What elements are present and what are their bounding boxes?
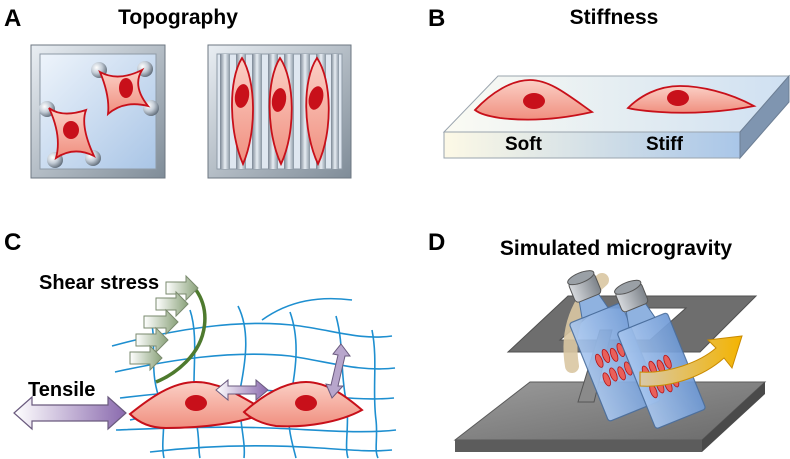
- culture-flask: [567, 270, 661, 422]
- panel-a: A Topography: [4, 5, 352, 179]
- shear-arrow-icon: [135, 326, 169, 354]
- elongated-cell: [305, 56, 330, 167]
- tensile-label: Tensile: [28, 379, 95, 401]
- nucleus: [234, 84, 250, 108]
- shear-arrow-icon: [143, 308, 179, 336]
- nucleus: [271, 88, 287, 112]
- shear-arc: [155, 288, 207, 384]
- nucleus: [667, 90, 689, 106]
- stiff-label: Stiff: [646, 134, 684, 155]
- nucleus: [295, 395, 317, 411]
- nucleus: [308, 86, 324, 110]
- flat-substrate: [30, 44, 166, 179]
- tensile-arrow-icon: [13, 395, 127, 431]
- panel-c: C Shear stress Tensile: [4, 229, 397, 459]
- panel-a-letter: A: [4, 5, 21, 32]
- shear-arrow-icon: [129, 344, 163, 372]
- nucleus: [185, 395, 207, 411]
- nucleus: [119, 78, 133, 98]
- panel-c-letter: C: [4, 229, 21, 256]
- shear-stress-label: Shear stress: [39, 272, 159, 294]
- nucleus: [63, 121, 79, 139]
- vertical-arrow-icon: [325, 343, 351, 399]
- elongated-cell: [268, 56, 293, 167]
- elongated-cell: [231, 56, 254, 167]
- panel-b: B Stiffness Soft Stiff: [428, 5, 790, 160]
- rotation-arrow-icon: [639, 335, 743, 387]
- shear-arrow-icon: [165, 274, 199, 302]
- panel-b-title: Stiffness: [570, 6, 659, 29]
- shear-arrows: [129, 274, 199, 372]
- shear-arrow-icon: [155, 290, 189, 318]
- panel-d-title: Simulated microgravity: [500, 237, 733, 260]
- grooved-substrate: [207, 44, 352, 179]
- panel-a-title: Topography: [118, 6, 238, 29]
- stretch-arrow-icon: [215, 378, 269, 402]
- nucleus: [523, 93, 545, 109]
- soft-label: Soft: [505, 134, 543, 155]
- panel-b-letter: B: [428, 5, 445, 32]
- panel-d-letter: D: [428, 229, 445, 256]
- stiff-cell: [626, 85, 757, 114]
- panel-d: D Simulated microgravity: [428, 229, 767, 452]
